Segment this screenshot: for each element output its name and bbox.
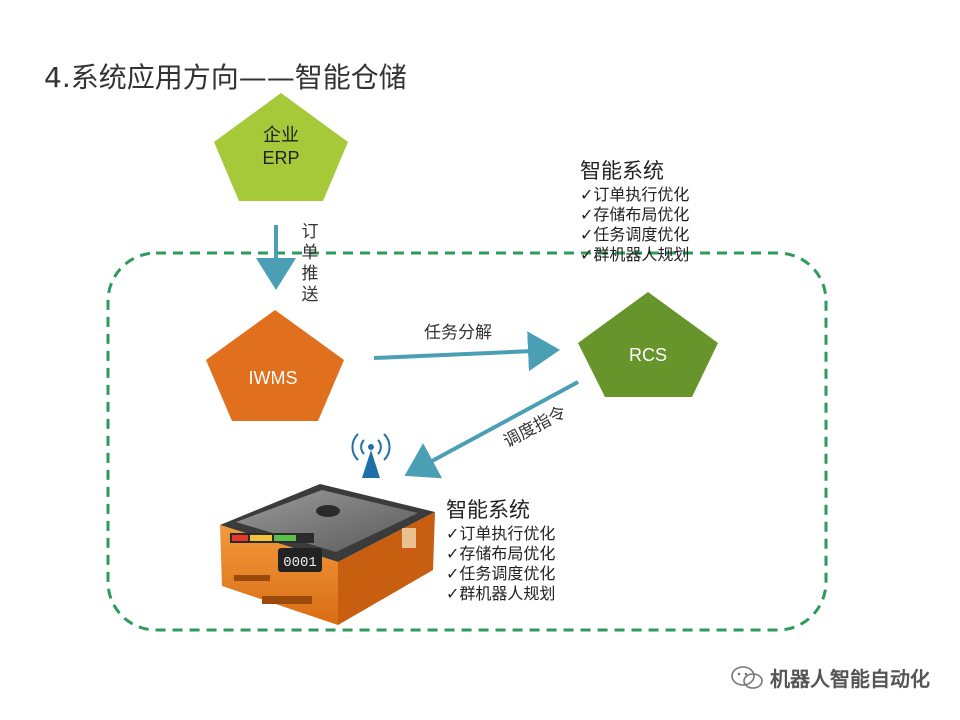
rcs-node [578, 292, 718, 397]
erp-node-label-line1: 企业 [263, 125, 299, 145]
agv-robot-image: 0001 [220, 484, 435, 625]
wireless-signal-icon [351, 433, 391, 478]
features-box-bottom: 智能系统 ✓订单执行优化 ✓存储布局优化 ✓任务调度优化 ✓群机器人规划 [446, 497, 555, 604]
feature-item: ✓订单执行优化 [580, 185, 690, 204]
feature-item: ✓订单执行优化 [446, 524, 556, 543]
erp-node [214, 93, 348, 201]
feature-item: ✓存储布局优化 [446, 544, 556, 563]
wechat-icon [731, 665, 763, 689]
feature-item: ✓任务调度优化 [446, 564, 556, 583]
robot-counter-display: 0001 [283, 555, 317, 571]
iwms-node-label: IWMS [249, 368, 298, 388]
footer-text: 机器人智能自动化 [770, 667, 930, 691]
features-title: 智能系统 [446, 498, 530, 522]
task-split-label: 任务分解 [424, 323, 492, 343]
iwms-node [206, 310, 344, 421]
dispatch-arrow [404, 380, 579, 479]
feature-item: ✓群机器人规划 [580, 245, 690, 264]
task-split-arrow [373, 331, 560, 372]
features-list: ✓订单执行优化 ✓存储布局优化 ✓任务调度优化 ✓群机器人规划 [580, 185, 689, 265]
page-title: 4.系统应用方向——智能仓储 [44, 61, 407, 94]
feature-item: ✓任务调度优化 [580, 225, 690, 244]
footer-watermark: 机器人智能自动化 [730, 663, 930, 692]
feature-item: ✓存储布局优化 [580, 205, 690, 224]
system-boundary [106, 251, 828, 632]
erp-node-label-line2: ERP [262, 148, 299, 168]
rcs-node-label: RCS [629, 345, 667, 365]
features-box-top: 智能系统 ✓订单执行优化 ✓存储布局优化 ✓任务调度优化 ✓群机器人规划 [580, 158, 689, 265]
features-list: ✓订单执行优化 ✓存储布局优化 ✓任务调度优化 ✓群机器人规划 [446, 524, 555, 604]
feature-item: ✓群机器人规划 [446, 584, 556, 603]
features-title: 智能系统 [580, 159, 664, 183]
order-push-label: 订单推送 [301, 222, 319, 305]
